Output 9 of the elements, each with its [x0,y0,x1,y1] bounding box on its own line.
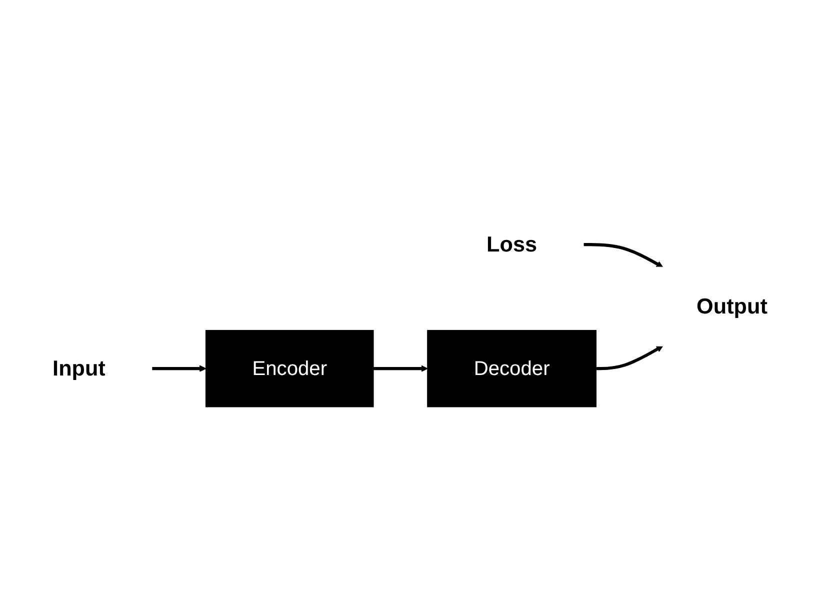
node-text: Output [696,294,768,318]
arrow [596,346,664,370]
node-text: Loss [486,232,538,256]
node-text: Input [52,356,106,380]
arrow [583,242,664,268]
arrow [152,365,206,372]
node-box: Encoder [205,330,374,408]
node-box: Decoder [427,330,596,408]
arrow [373,365,428,372]
